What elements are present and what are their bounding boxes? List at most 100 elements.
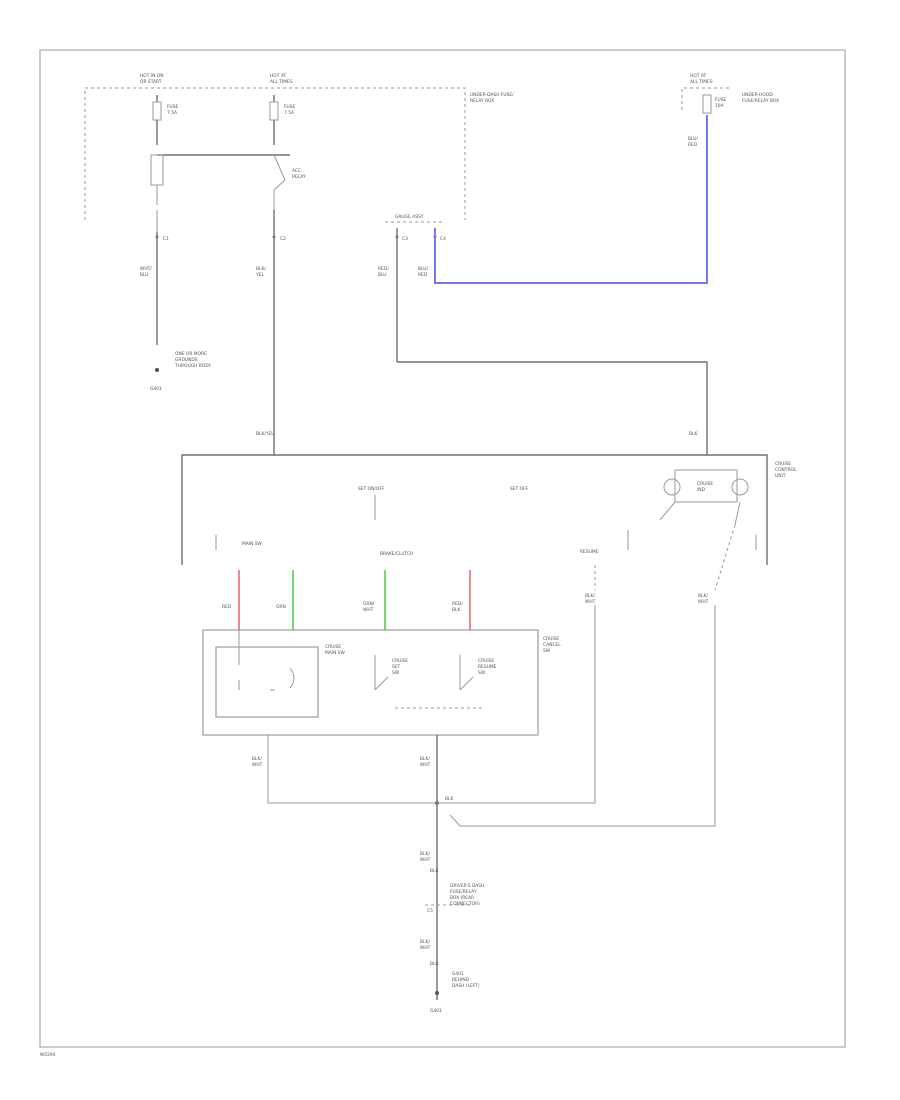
cruise-indicator-lamp: CRUISE IND BLK/ WHT BLK/ WHT bbox=[585, 469, 749, 605]
svg-text:BLK/: BLK/ bbox=[420, 756, 430, 762]
acc-relay: ACC RELAY bbox=[150, 154, 306, 210]
switch-feed-wires: RED GRN GRN/ WHT RED/ BLK bbox=[222, 570, 471, 630]
svg-text:BRAKE/CLUTCH: BRAKE/CLUTCH bbox=[380, 551, 413, 557]
svg-text:YEL: YEL bbox=[255, 272, 264, 278]
svg-text:WHT: WHT bbox=[585, 599, 596, 605]
svg-text:GAUGE ASSY: GAUGE ASSY bbox=[395, 214, 424, 220]
svg-text:UNIT: UNIT bbox=[775, 473, 786, 479]
svg-text:CRUISE: CRUISE bbox=[775, 461, 791, 467]
svg-text:WHT: WHT bbox=[363, 607, 374, 613]
svg-text:C1: C1 bbox=[163, 236, 169, 242]
svg-text:7.5A: 7.5A bbox=[167, 110, 177, 116]
svg-text:RED: RED bbox=[222, 604, 232, 610]
svg-text:BEHIND: BEHIND bbox=[452, 977, 470, 983]
svg-text:WHT: WHT bbox=[698, 599, 709, 605]
ground-g401-lower: G401 BEHIND DASH (LEFT) G401 bbox=[430, 971, 480, 1014]
svg-text:G401: G401 bbox=[150, 386, 162, 392]
svg-text:RED/: RED/ bbox=[452, 601, 463, 607]
svg-text:FUSE: FUSE bbox=[284, 104, 296, 110]
left-feed-wires: C1 WHT/ BLU C2 BLK/ YEL BLK/YEL bbox=[140, 210, 286, 455]
blue-wire bbox=[434, 115, 708, 284]
svg-text:RED/: RED/ bbox=[378, 266, 389, 272]
svg-text:RED: RED bbox=[418, 272, 428, 278]
svg-text:BLK/: BLK/ bbox=[420, 851, 430, 857]
svg-text:C2: C2 bbox=[280, 236, 286, 242]
svg-text:WHT: WHT bbox=[420, 945, 431, 951]
svg-text:HOT IN ON: HOT IN ON bbox=[140, 73, 164, 79]
svg-text:C5: C5 bbox=[427, 908, 433, 914]
svg-text:SW: SW bbox=[392, 670, 400, 676]
svg-text:BLK/: BLK/ bbox=[585, 593, 595, 599]
fuse-b: FUSE 7.5A bbox=[269, 95, 296, 145]
svg-text:CANCEL: CANCEL bbox=[543, 642, 561, 648]
svg-text:FUSE: FUSE bbox=[167, 104, 179, 110]
svg-text:SET: SET bbox=[392, 664, 401, 670]
svg-text:GRN/: GRN/ bbox=[363, 601, 375, 607]
svg-text:BLK/: BLK/ bbox=[256, 266, 266, 272]
svg-text:BOX (REAR: BOX (REAR bbox=[450, 895, 474, 901]
svg-text:BLU/: BLU/ bbox=[688, 136, 698, 142]
svg-text:FUSE/RELAY BOX: FUSE/RELAY BOX bbox=[742, 98, 779, 104]
svg-text:C4: C4 bbox=[440, 236, 446, 242]
svg-text:WHT: WHT bbox=[252, 762, 263, 768]
svg-text:BLK/: BLK/ bbox=[420, 939, 430, 945]
svg-text:SET OFF: SET OFF bbox=[510, 486, 529, 492]
gauge-assy: GAUGE ASSY C3 RED/ BLU C4 BLU/ RED bbox=[378, 214, 446, 362]
svg-text:RESUME: RESUME bbox=[478, 664, 497, 670]
svg-text:BLK/YEL: BLK/YEL bbox=[256, 431, 274, 437]
svg-text:SW: SW bbox=[543, 648, 551, 654]
svg-text:10A: 10A bbox=[715, 103, 724, 109]
diagram-frame bbox=[39, 49, 846, 1048]
svg-text:DASH (LEFT): DASH (LEFT) bbox=[452, 983, 480, 989]
svg-text:SW: SW bbox=[478, 670, 486, 676]
svg-text:UNDER-DASH FUSE/: UNDER-DASH FUSE/ bbox=[470, 92, 514, 98]
ground-leads: BLK/ WHT BLK/ WHT BLK BLK/ WHT BLK C5 bbox=[252, 605, 716, 1000]
dash-fuse-box-rear-connector: DRIVER'S DASH FUSE/RELAY BOX (REAR CONNE… bbox=[420, 883, 484, 967]
svg-text:CRUISE: CRUISE bbox=[478, 658, 494, 664]
cruise-control-unit: CRUISE CONTROL UNIT SET ON/OFF SET OFF M… bbox=[181, 454, 797, 565]
svg-text:HOT AT: HOT AT bbox=[270, 73, 286, 79]
svg-text:UNDER-HOOD: UNDER-HOOD bbox=[742, 92, 773, 98]
under-hood-fuse-box: HOT AT ALL TIMES FUSE 10A UNDER-HOOD FUS… bbox=[681, 73, 779, 148]
svg-text:FUSE/RELAY: FUSE/RELAY bbox=[450, 889, 477, 895]
svg-text:CONNECTOR): CONNECTOR) bbox=[450, 901, 480, 907]
svg-text:BLK: BLK bbox=[430, 868, 438, 874]
svg-text:BLK/: BLK/ bbox=[252, 756, 262, 762]
svg-text:MAIN SW: MAIN SW bbox=[242, 541, 263, 547]
svg-text:G401: G401 bbox=[452, 971, 464, 977]
indicator-feed-wire: BLK bbox=[397, 361, 708, 455]
svg-text:7.5A: 7.5A bbox=[284, 110, 294, 116]
svg-text:CONTROL: CONTROL bbox=[775, 467, 797, 473]
diagram-footer-code: W0294 bbox=[40, 1052, 56, 1058]
svg-text:GRN: GRN bbox=[276, 604, 286, 610]
svg-text:BLK: BLK bbox=[452, 607, 460, 613]
under-dash-fuse-box: HOT IN ON OR START HOT AT ALL TIMES UNDE… bbox=[84, 73, 514, 220]
svg-text:BLK: BLK bbox=[689, 431, 697, 437]
svg-text:SET ON/OFF: SET ON/OFF bbox=[358, 486, 385, 492]
svg-text:ACC: ACC bbox=[292, 168, 301, 174]
ground-g401-upper: ONE OR MORE GROUNDS THROUGH BODY G401 bbox=[150, 351, 211, 392]
svg-text:RELAY: RELAY bbox=[292, 174, 306, 180]
svg-text:BLU/: BLU/ bbox=[418, 266, 428, 272]
svg-text:BLK/: BLK/ bbox=[698, 593, 708, 599]
svg-text:ONE OR MORE: ONE OR MORE bbox=[175, 351, 207, 357]
svg-text:C3: C3 bbox=[402, 236, 408, 242]
svg-text:CRUISE: CRUISE bbox=[543, 636, 559, 642]
svg-text:WHT: WHT bbox=[420, 857, 431, 863]
svg-text:RED: RED bbox=[688, 142, 698, 148]
svg-text:THROUGH BODY: THROUGH BODY bbox=[174, 363, 211, 369]
svg-text:ALL TIMES: ALL TIMES bbox=[270, 79, 293, 85]
svg-text:FUSE: FUSE bbox=[715, 97, 727, 103]
svg-text:OR START: OR START bbox=[140, 79, 162, 85]
svg-text:CRUISE: CRUISE bbox=[392, 658, 408, 664]
cruise-switch-assembly: CRUISE MAIN SW CRUISE CANCEL SW CRUISE S… bbox=[202, 629, 561, 736]
svg-text:ALL TIMES: ALL TIMES bbox=[690, 79, 713, 85]
svg-text:RELAY BOX: RELAY BOX bbox=[470, 98, 494, 104]
svg-text:HOT AT: HOT AT bbox=[690, 73, 706, 79]
svg-text:MAIN SW: MAIN SW bbox=[325, 650, 346, 656]
svg-text:WHT/: WHT/ bbox=[140, 266, 152, 272]
svg-text:RESUME: RESUME bbox=[580, 549, 599, 555]
svg-text:BLK: BLK bbox=[445, 796, 453, 802]
svg-text:CRUISE: CRUISE bbox=[325, 644, 341, 650]
